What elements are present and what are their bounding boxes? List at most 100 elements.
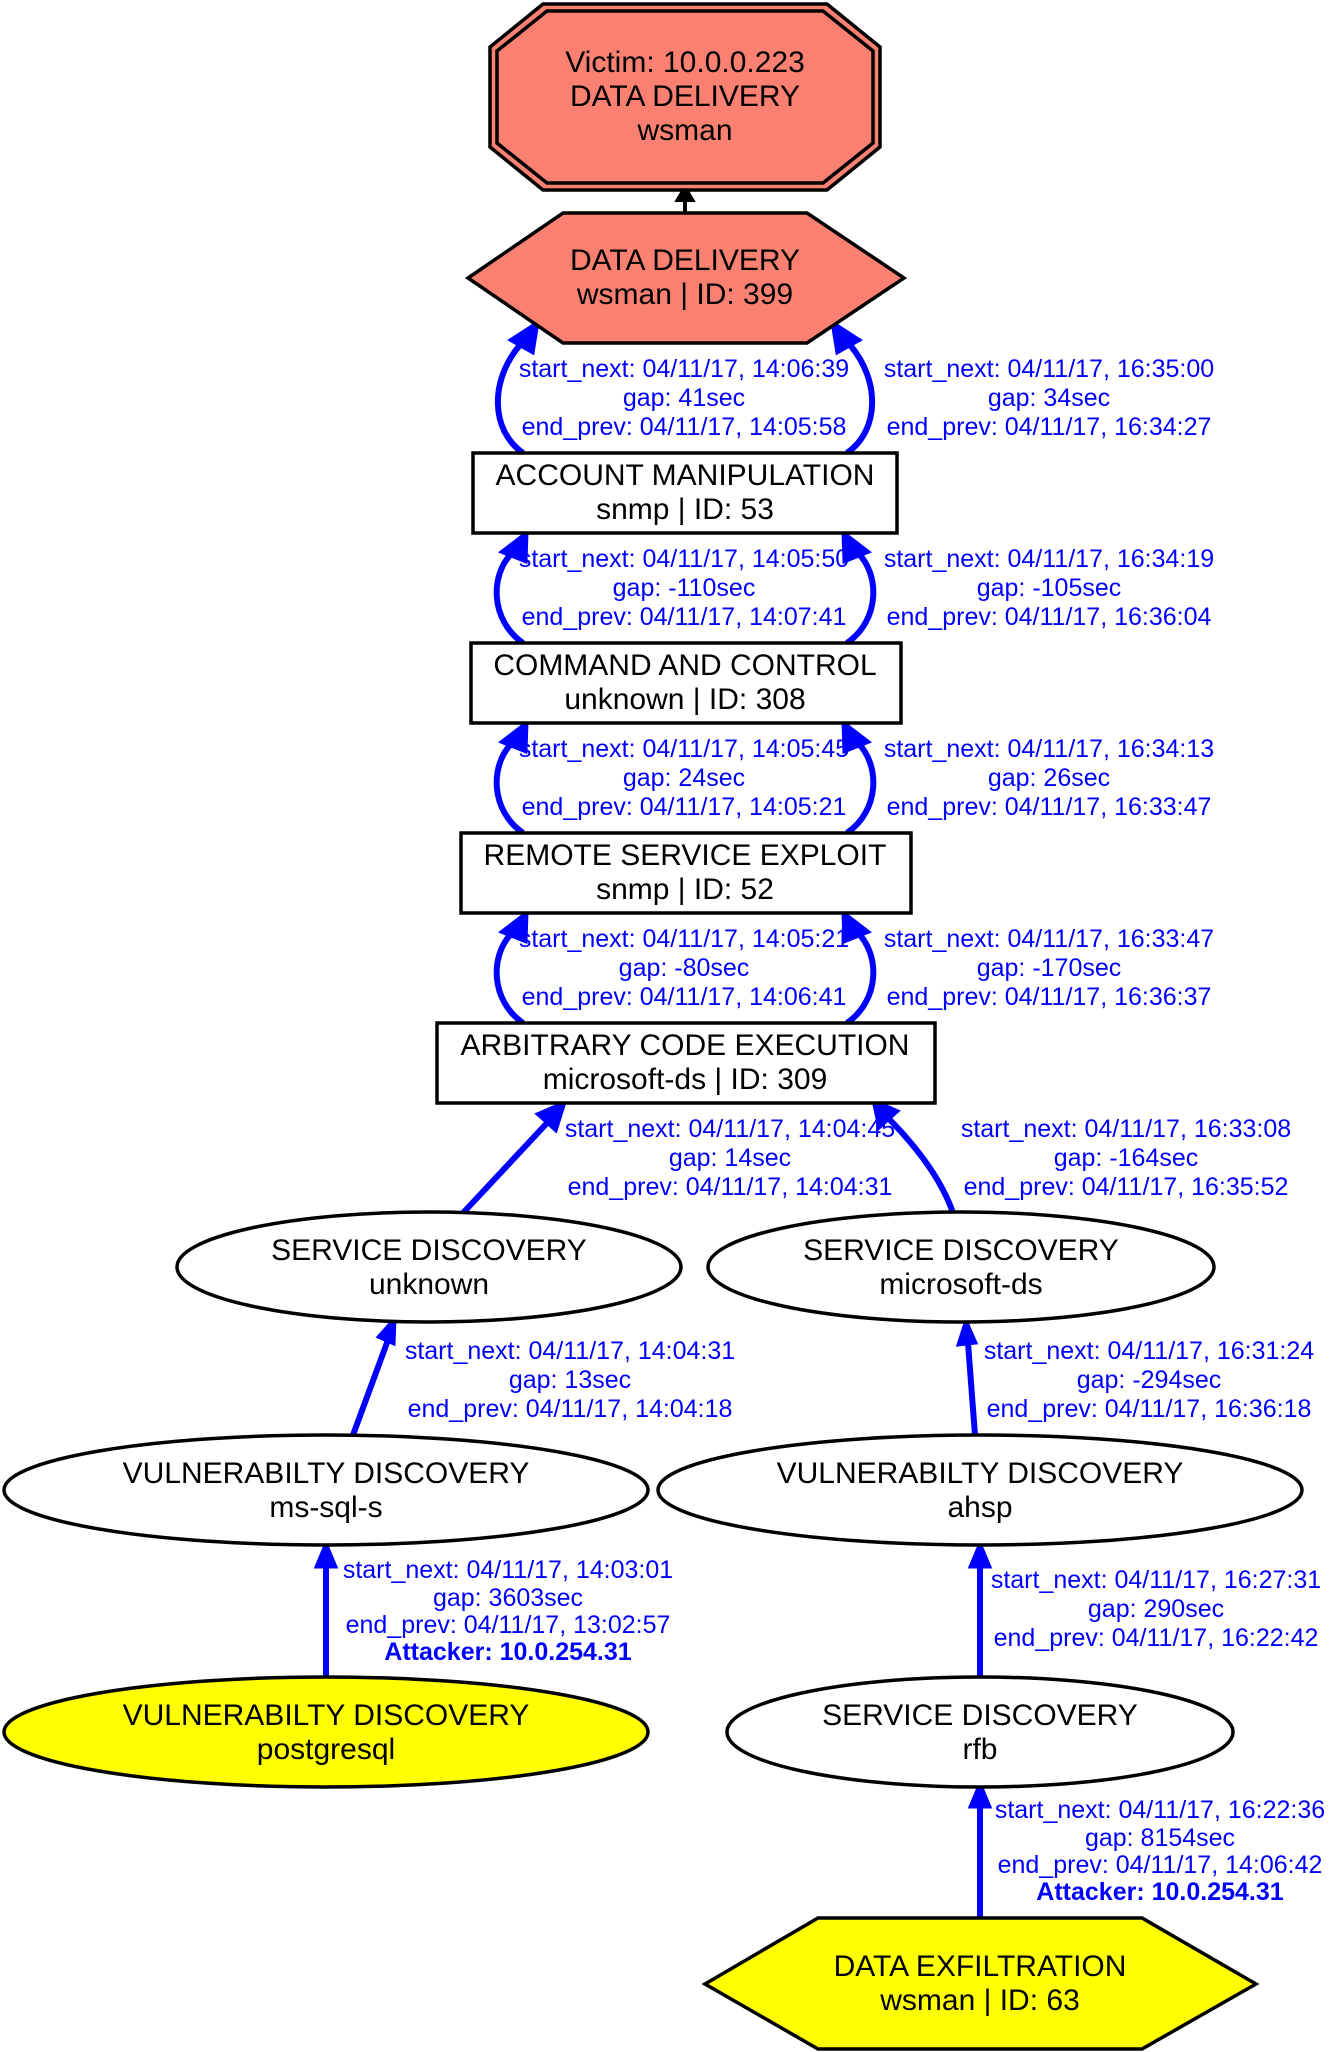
edge-label-cc-to-am-left: start_next: 04/11/17, 14:05:50 gap: -110… (519, 545, 849, 631)
node-command-and-control-308: COMMAND AND CONTROL unknown | ID: 308 (469, 641, 903, 725)
edge-arrowhead (841, 718, 873, 755)
node-line: REMOTE SERVICE EXPLOIT (484, 839, 887, 872)
edge-label-rse-to-cc-left: start_next: 04/11/17, 14:05:45 gap: 24se… (519, 735, 849, 821)
edge-vda-to-sdm (955, 1315, 979, 1436)
node-vulnerability-discovery-postgresql: VULNERABILTY DISCOVERY postgresql (2, 1675, 650, 1789)
edge-vdp-to-vdm (313, 1539, 339, 1677)
edge-label-line: gap: -80sec (619, 954, 750, 982)
edge-label-vda-to-sdm: start_next: 04/11/17, 16:31:24 gap: -294… (984, 1337, 1314, 1423)
edge-cc-to-am-left (493, 528, 529, 646)
edge-arrowhead (841, 528, 873, 565)
edge-label-sdu-to-ace: start_next: 04/11/17, 14:04:45 gap: 14se… (565, 1115, 895, 1201)
edge-label-line: gap: 13sec (509, 1366, 631, 1394)
node-shape-ellipse (725, 1675, 1235, 1789)
node-line: VULNERABILTY DISCOVERY (777, 1457, 1184, 1490)
node-line: VULNERABILTY DISCOVERY (123, 1457, 530, 1490)
edge-label-line: end_prev: 04/11/17, 14:06:41 (522, 983, 847, 1011)
node-line: DATA EXFILTRATION (834, 1950, 1127, 1983)
node-remote-service-exploit-52: REMOTE SERVICE EXPLOIT snmp | ID: 52 (459, 831, 913, 915)
edge-ace-to-rse-left (493, 908, 529, 1026)
edge-label-line: start_next: 04/11/17, 16:34:19 (884, 545, 1214, 573)
node-vulnerability-discovery-ms-sql-s: VULNERABILTY DISCOVERY ms-sql-s (2, 1433, 650, 1547)
node-service-discovery-unknown: SERVICE DISCOVERY unknown (175, 1210, 683, 1324)
edge-arrowhead (829, 318, 863, 356)
attacker-label: Attacker: 10.0.254.31 (1036, 1878, 1283, 1906)
node-line: ms-sql-s (269, 1491, 382, 1524)
edge-arrowhead (967, 1779, 993, 1809)
edge-label-rse-to-cc-right: start_next: 04/11/17, 16:34:13 gap: 26se… (884, 735, 1214, 821)
edge-label-line: end_prev: 04/11/17, 13:02:57 (346, 1611, 671, 1639)
edge-label-line: gap: -164sec (1054, 1144, 1199, 1172)
node-victim-inner (495, 9, 875, 185)
node-line: COMMAND AND CONTROL (493, 649, 876, 682)
edge-arrowhead (497, 528, 529, 565)
edge-vdm-to-sdu (350, 1313, 397, 1437)
node-line: unknown (369, 1268, 489, 1301)
edge-arrowhead (674, 184, 696, 202)
edge-label-line: gap: 3603sec (433, 1584, 583, 1612)
edge-label-line: end_prev: 04/11/17, 14:05:21 (522, 793, 847, 821)
edge-de-to-sdr (967, 1779, 993, 1918)
node-line: wsman | ID: 63 (879, 1984, 1080, 2017)
node-line: snmp | ID: 53 (596, 493, 774, 526)
node-data-delivery-399: DATA DELIVERY wsman | ID: 399 (464, 211, 908, 345)
node-shape-ellipse (706, 1210, 1216, 1324)
edge-label-line: start_next: 04/11/17, 14:06:39 (519, 355, 849, 383)
node-shape-ellipse (2, 1433, 650, 1547)
edge-label-vdm-to-sdu: start_next: 04/11/17, 14:04:31 gap: 13se… (405, 1337, 735, 1423)
node-line: microsoft-ds (879, 1268, 1042, 1301)
edge-label-ace-to-rse-right: start_next: 04/11/17, 16:33:47 gap: -170… (884, 925, 1214, 1011)
edge-label-line: gap: -294sec (1077, 1366, 1222, 1394)
edge-label-line: gap: 290sec (1088, 1595, 1224, 1623)
edge-label-line: gap: 34sec (988, 384, 1110, 412)
edge-label-line: end_prev: 04/11/17, 16:36:37 (887, 983, 1212, 1011)
edge-arrowhead (497, 908, 529, 945)
edge-sdm-to-ace (870, 1097, 956, 1214)
edge-label-line: start_next: 04/11/17, 14:05:50 (519, 545, 849, 573)
edge-label-line: gap: 26sec (988, 764, 1110, 792)
node-shape-ellipse (2, 1675, 650, 1789)
node-shape-hexagon (464, 211, 908, 345)
edge-label-line: end_prev: 04/11/17, 16:34:27 (887, 413, 1212, 441)
edge-label-line: gap: 14sec (669, 1144, 791, 1172)
edge-label-vdp-to-vdm: start_next: 04/11/17, 14:03:01 gap: 3603… (343, 1556, 673, 1666)
edge-label-line: end_prev: 04/11/17, 14:04:31 (568, 1173, 893, 1201)
node-shape-box (435, 1021, 937, 1105)
node-line: ARBITRARY CODE EXECUTION (461, 1029, 910, 1062)
edge-label-line: start_next: 04/11/17, 16:31:24 (984, 1337, 1314, 1365)
edge-sdu-to-ace (460, 1099, 568, 1216)
node-victim: Victim: 10.0.0.223 DATA DELIVERY wsman (488, 2, 882, 192)
edge-label-line: end_prev: 04/11/17, 14:04:18 (408, 1395, 733, 1423)
node-line: wsman (636, 114, 732, 147)
edge-arrowhead (967, 1539, 993, 1569)
edge-label-line: gap: 24sec (623, 764, 745, 792)
node-data-exfiltration-63: DATA EXFILTRATION wsman | ID: 63 (701, 1916, 1260, 2051)
attacker-label: Attacker: 10.0.254.31 (384, 1638, 631, 1666)
edge-label-cc-to-am-right: start_next: 04/11/17, 16:34:19 gap: -105… (884, 545, 1214, 631)
edge-label-line: end_prev: 04/11/17, 16:22:42 (994, 1624, 1319, 1652)
node-line: ACCOUNT MANIPULATION (496, 459, 875, 492)
edge-label-line: start_next: 04/11/17, 16:27:31 (991, 1566, 1321, 1594)
edge-label-am-to-dd-right: start_next: 04/11/17, 16:35:00 gap: 34se… (884, 355, 1214, 441)
edge-label-line: start_next: 04/11/17, 14:05:45 (519, 735, 849, 763)
edge-sdr-to-vda (967, 1539, 993, 1677)
node-line: microsoft-ds | ID: 309 (543, 1063, 828, 1096)
edge-label-line: start_next: 04/11/17, 14:04:45 (565, 1115, 895, 1143)
edge-label-line: start_next: 04/11/17, 16:33:08 (961, 1115, 1291, 1143)
edge-ace-to-rse-right (841, 908, 877, 1026)
node-line: SERVICE DISCOVERY (271, 1234, 587, 1267)
edge-label-line: end_prev: 04/11/17, 14:06:42 (998, 1851, 1323, 1879)
edge-label-sdr-to-vda: start_next: 04/11/17, 16:27:31 gap: 290s… (991, 1566, 1321, 1652)
edge-label-am-to-dd-left: start_next: 04/11/17, 14:06:39 gap: 41se… (519, 355, 849, 441)
edge-label-line: end_prev: 04/11/17, 14:05:58 (522, 413, 847, 441)
edge-am-to-dd-right (829, 318, 876, 456)
node-line: unknown | ID: 308 (564, 683, 805, 716)
edge-arrowhead (313, 1539, 339, 1569)
edge-rse-to-cc-left (493, 718, 529, 836)
node-service-discovery-rfb: SERVICE DISCOVERY rfb (725, 1675, 1235, 1789)
node-line: Victim: 10.0.0.223 (565, 46, 805, 79)
node-line: SERVICE DISCOVERY (803, 1234, 1119, 1267)
edge-label-line: end_prev: 04/11/17, 16:36:18 (987, 1395, 1312, 1423)
node-service-discovery-microsoft-ds: SERVICE DISCOVERY microsoft-ds (706, 1210, 1216, 1324)
edge-label-de-to-sdr: start_next: 04/11/17, 16:22:36 gap: 8154… (995, 1796, 1325, 1906)
